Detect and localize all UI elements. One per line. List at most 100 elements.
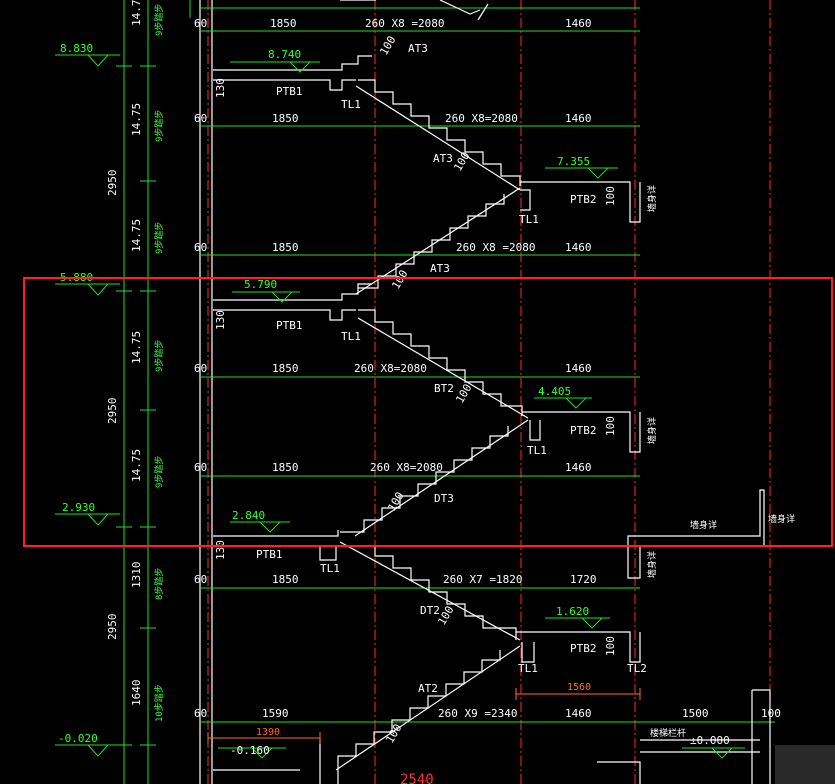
dimension-row: 60 1590 260 X9 =2340 1460 1500 100 bbox=[194, 707, 781, 720]
step-count-note: 9步踏步 bbox=[153, 4, 165, 36]
beam-label: PTB1 bbox=[256, 548, 283, 561]
dim-1850: 1850 bbox=[272, 461, 299, 474]
dim-60: 60 bbox=[194, 461, 207, 474]
step-count-note: 9步踏步 bbox=[153, 110, 165, 142]
step-count-note: 9步踏步 bbox=[153, 222, 165, 254]
thickness-dim: 100 bbox=[604, 636, 617, 656]
beam-label: TL1 bbox=[320, 562, 340, 575]
dim-1560: 1560 bbox=[567, 682, 591, 693]
ground-hatch bbox=[775, 745, 835, 784]
dim-2950: 2950 bbox=[106, 398, 119, 425]
dim-1460: 1460 bbox=[565, 241, 592, 254]
run-dim: 260 X8=2080 bbox=[354, 362, 427, 375]
dim-1310: 1310 bbox=[130, 562, 143, 589]
dim-14-75: 14.75 bbox=[130, 331, 143, 364]
wall-left bbox=[199, 0, 213, 784]
thickness-dim: 100 bbox=[451, 150, 472, 174]
step-count-note: 8步踏步 bbox=[153, 568, 165, 600]
landing-elevation: 2.840 bbox=[232, 509, 265, 522]
beam-label: PTB1 bbox=[276, 85, 303, 98]
run-dim: 260 X8=2080 bbox=[445, 112, 518, 125]
detail-note: 墙身详 bbox=[646, 551, 658, 578]
vertical-dimension-lines bbox=[116, 0, 191, 784]
dim-1460: 1460 bbox=[565, 362, 592, 375]
dim-100: 100 bbox=[761, 707, 781, 720]
dimension-row: 60 1850 260 X8=2080 1460 bbox=[194, 461, 592, 474]
dim-1460: 1460 bbox=[565, 17, 592, 30]
landing-elevation: 7.355 bbox=[557, 155, 590, 168]
dim-60: 60 bbox=[194, 573, 207, 586]
flight-label: AT3 bbox=[430, 262, 450, 275]
floor-elevation: 8.830 bbox=[60, 42, 93, 55]
landing-elevation: 4.405 bbox=[538, 385, 571, 398]
dim-1460: 1460 bbox=[565, 461, 592, 474]
stair-geometry bbox=[213, 0, 771, 784]
run-dim: 260 X9 =2340 bbox=[438, 707, 517, 720]
dim-1850: 1850 bbox=[272, 241, 299, 254]
floor-elevation: -0.020 bbox=[58, 732, 98, 745]
dimension-row: 60 1850 260 X8=2080 1460 bbox=[194, 112, 592, 125]
thickness-dim: 100 bbox=[389, 268, 410, 292]
landing-elevation: 8.740 bbox=[268, 48, 301, 61]
thickness-dim: 100 bbox=[385, 490, 406, 514]
highlight-box bbox=[23, 277, 833, 547]
flight-label: AT3 bbox=[433, 152, 453, 165]
flight-label: AT2 bbox=[418, 682, 438, 695]
dim-2950: 2950 bbox=[106, 614, 119, 641]
thickness-dim: 130 bbox=[214, 540, 227, 560]
dim-60: 60 bbox=[194, 362, 207, 375]
dim-1720: 1720 bbox=[570, 573, 597, 586]
step-count-note: 9步踏步 bbox=[153, 340, 165, 372]
step-count-note: 10步踏步 bbox=[153, 684, 165, 722]
beam-label: TL2 bbox=[627, 662, 647, 675]
thickness-dim: 130 bbox=[214, 78, 227, 98]
landing-level-marks bbox=[218, 61, 745, 759]
dim-1640: 1640 bbox=[130, 680, 143, 707]
run-dim: 260 X8=2080 bbox=[370, 461, 443, 474]
dim-60: 60 bbox=[194, 112, 207, 125]
dim-1460: 1460 bbox=[565, 112, 592, 125]
thickness-dim: 100 bbox=[604, 416, 617, 436]
thickness-dim: 100 bbox=[604, 186, 617, 206]
dim-1850: 1850 bbox=[270, 17, 297, 30]
dim-60: 60 bbox=[194, 707, 207, 720]
run-dim: 260 X7 =1820 bbox=[443, 573, 522, 586]
floor-level-marks bbox=[55, 54, 120, 757]
dim-2540: 2540 bbox=[400, 772, 434, 784]
beam-label: PTB1 bbox=[276, 319, 303, 332]
dimension-row: 60 1850 260 X8=2080 1460 bbox=[194, 362, 592, 375]
beam-label: TL1 bbox=[519, 213, 539, 226]
dim-1390: 1390 bbox=[256, 727, 280, 738]
dim-1590: 1590 bbox=[262, 707, 289, 720]
dim-60: 60 bbox=[194, 17, 207, 30]
dim-14-75: 14.75 bbox=[130, 219, 143, 252]
landing-elevation: -0.160 bbox=[230, 744, 270, 757]
beam-label: PTB2 bbox=[570, 642, 597, 655]
landing-elevation: ±0.000 bbox=[690, 734, 730, 747]
detail-note: 墙身详 bbox=[646, 417, 658, 444]
dim-1850: 1850 bbox=[272, 112, 299, 125]
beam-label: TL1 bbox=[527, 444, 547, 457]
landing-elevation: 1.620 bbox=[556, 605, 589, 618]
flight-label: BT2 bbox=[434, 382, 454, 395]
flight-label: DT2 bbox=[420, 604, 440, 617]
beam-label: PTB2 bbox=[570, 193, 597, 206]
dim-1850: 1850 bbox=[272, 573, 299, 586]
dim-1460: 1460 bbox=[565, 707, 592, 720]
detail-note: 墙身详 bbox=[768, 513, 795, 525]
beam-label: TL1 bbox=[518, 662, 538, 675]
dim-60: 60 bbox=[194, 241, 207, 254]
run-dim: 260 X8 =2080 bbox=[456, 241, 535, 254]
dimension-row: 60 1850 260 X7 =1820 1720 bbox=[194, 573, 597, 586]
flight-label: DT3 bbox=[434, 492, 454, 505]
dim-1500: 1500 bbox=[682, 707, 709, 720]
dim-14-75: 14.75 bbox=[130, 103, 143, 136]
detail-note: 墙身详 bbox=[646, 185, 658, 212]
thickness-dim: 100 bbox=[377, 34, 398, 58]
dimension-row: 60 1850 260 X8 =2080 1460 bbox=[194, 241, 592, 254]
beam-label: TL1 bbox=[341, 330, 361, 343]
step-count-note: 9步踏步 bbox=[153, 456, 165, 488]
dim-14-75: 14.75 bbox=[130, 449, 143, 482]
dim-14-75: 14.75 bbox=[130, 0, 143, 26]
